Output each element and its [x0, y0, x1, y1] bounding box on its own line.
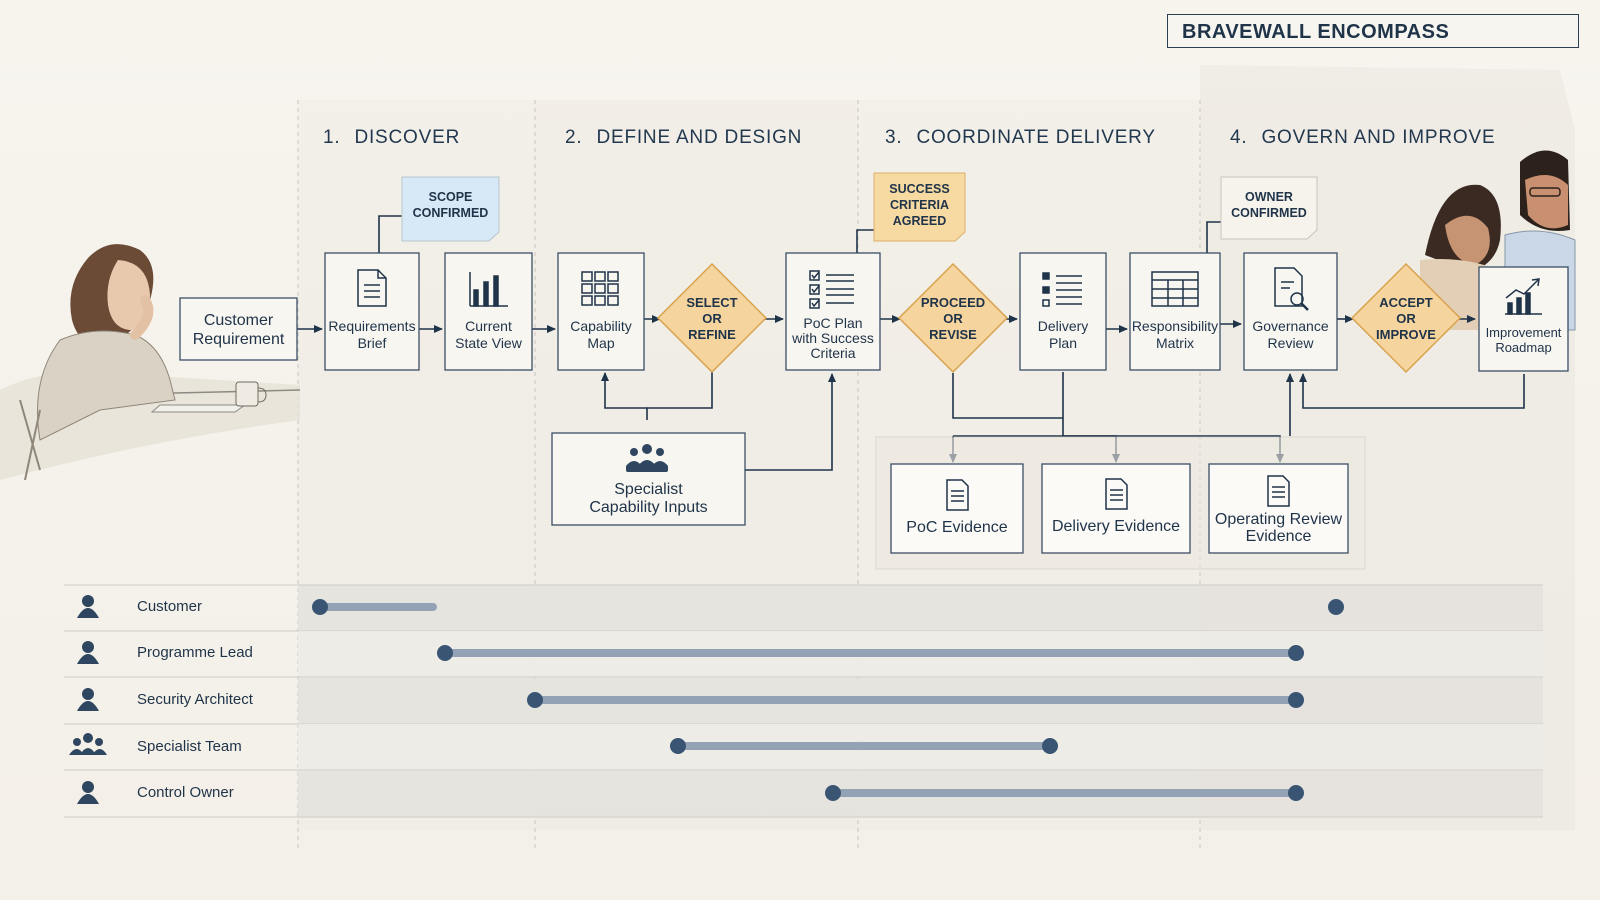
- magnifier-document-icon: [1274, 267, 1309, 311]
- decision-diamonds: [656, 262, 1462, 374]
- table-icon: [1151, 271, 1199, 307]
- role-start-marker: [825, 785, 841, 801]
- role-label-customer: Customer: [137, 598, 203, 615]
- role-label-programme-lead: Programme Lead: [137, 644, 253, 661]
- person-icon: [77, 595, 99, 618]
- role-start-marker: [312, 599, 328, 615]
- role-end-marker: [1042, 738, 1058, 754]
- checklist-icon: [809, 270, 854, 309]
- swimlane-row: [64, 771, 1543, 818]
- role-label-security-architect: Security Architect: [137, 691, 253, 708]
- node-poc-evidence: PoC Evidence: [906, 519, 1008, 536]
- role-end-marker: [1288, 645, 1304, 661]
- woman-illustration: [0, 244, 301, 481]
- document-icon: [946, 479, 969, 511]
- role-start-marker: [670, 738, 686, 754]
- team-icon: [69, 733, 107, 755]
- role-label-specialist-team: Specialist Team: [137, 738, 242, 755]
- brand-title: BRAVEWALL ENCOMPASS: [1182, 21, 1450, 43]
- phase-title-define-design: 2.DEFINE AND DESIGN: [565, 127, 803, 148]
- swimlane-row: [64, 678, 1543, 725]
- phase-title-coordinate-delivery: 3.COORDINATE DELIVERY: [885, 127, 1156, 148]
- team-icon: [626, 444, 668, 472]
- document-icon: [357, 269, 387, 307]
- role-end-marker: [1288, 692, 1304, 708]
- role-start-marker: [527, 692, 543, 708]
- sticky-notes: [401, 172, 1318, 242]
- phase-title-govern-improve: 4.GOVERN AND IMPROVE: [1230, 127, 1496, 148]
- phase-title-discover: 1.DISCOVER: [323, 127, 461, 148]
- swimlane-row: [64, 724, 1543, 771]
- role-icons: [69, 595, 107, 804]
- list-icon: [1042, 272, 1082, 307]
- trend-chart-icon: [1505, 278, 1542, 315]
- grid-icon: [581, 271, 619, 306]
- role-label-control-owner: Control Owner: [137, 784, 234, 801]
- node-icons: [357, 267, 1542, 511]
- bar-chart-icon: [469, 272, 508, 307]
- swimlane-row: [64, 631, 1543, 678]
- person-icon: [77, 641, 99, 664]
- document-icon: [1267, 475, 1290, 507]
- person-icon: [77, 688, 99, 711]
- node-delivery-evidence: Delivery Evidence: [1051, 518, 1181, 535]
- role-return-marker: [1328, 599, 1344, 615]
- role-swimlanes: [64, 584, 1543, 818]
- process-boxes: [179, 252, 1569, 554]
- role-start-marker: [437, 645, 453, 661]
- role-end-marker: [1288, 785, 1304, 801]
- person-icon: [77, 781, 99, 804]
- document-icon: [1105, 478, 1128, 510]
- brand-box: BRAVEWALL ENCOMPASS: [1167, 14, 1579, 48]
- swimlane-row: [64, 584, 1543, 632]
